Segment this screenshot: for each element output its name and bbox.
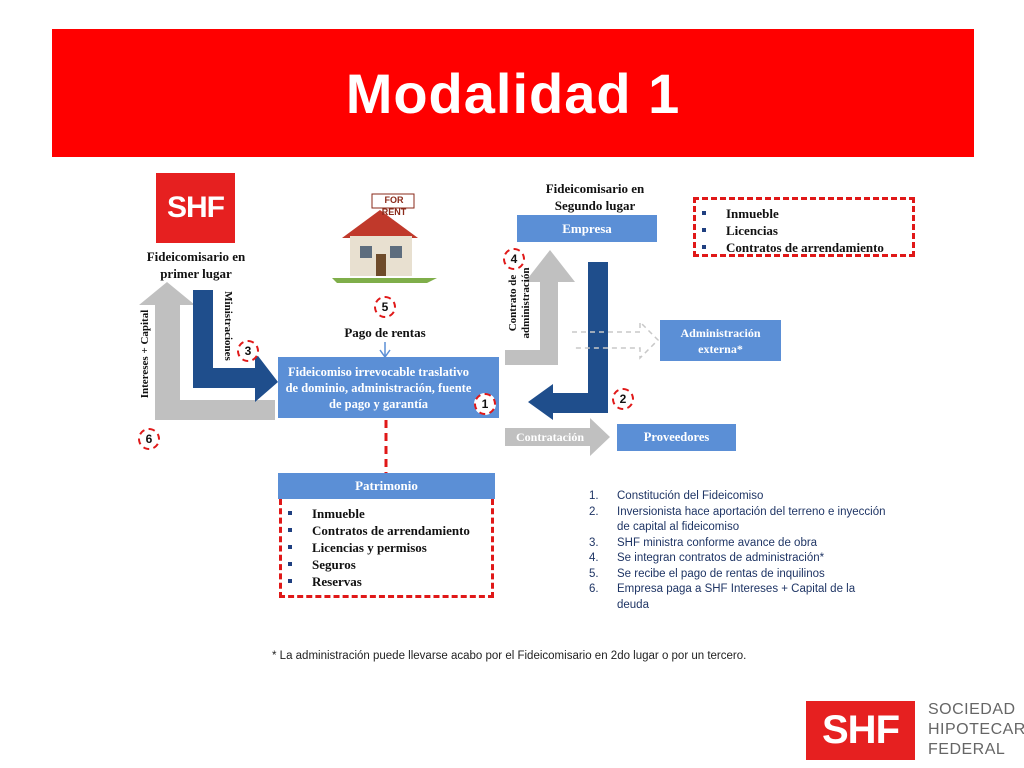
step-text: Inversionista hace aportación del terren… — [617, 505, 886, 534]
label-ministraciones: Ministraciones — [222, 291, 234, 361]
brand-line: FEDERAL — [928, 741, 1006, 758]
patrimonio-item: Reservas — [282, 573, 491, 590]
admin-externa-box: Administración externa* — [660, 320, 781, 361]
shf-brand-logo: SHF — [806, 701, 915, 760]
step-marker-4: 4 — [503, 248, 525, 270]
patrimonio-item: Contratos de arrendamiento — [282, 522, 491, 539]
empresa-asset-item: Licencias — [696, 222, 912, 239]
label-intereses: Intereses + Capital — [139, 309, 151, 399]
step-marker-6: 6 — [138, 428, 160, 450]
patrimonio-item: Inmueble — [282, 505, 491, 522]
step-item: 6. Empresa paga a SHF Intereses + Capital… — [589, 582, 889, 613]
arrow-admin-externa — [572, 320, 660, 360]
step-number: 2. — [589, 505, 599, 518]
step-item: 3. SHF ministra conforme avance de obra — [589, 536, 889, 552]
step-text: Constitución del Fideicomiso — [617, 490, 764, 502]
step-marker-3: 3 — [237, 340, 259, 362]
arrow-pago-rentas — [379, 342, 391, 359]
arrow-aportacion — [528, 262, 608, 420]
trust-box: Fideicomiso irrevocable traslativo de do… — [278, 357, 499, 418]
step-marker-5: 5 — [374, 296, 396, 318]
empresa-box: Empresa — [517, 215, 657, 242]
label-contrato: Contrato de administración — [507, 267, 532, 339]
brand-name: SOCIEDAD HIPOTECARIA FEDERAL — [928, 700, 1024, 760]
patrimonio-box: Inmueble Contratos de arrendamiento Lice… — [279, 499, 494, 598]
empresa-asset-item: Inmueble — [696, 205, 912, 222]
step-number: 1. — [589, 490, 599, 502]
patrimonio-item: Licencias y permisos — [282, 539, 491, 556]
brand-line: SOCIEDAD — [928, 701, 1016, 718]
label-intereses-wrap: Intereses + Capital — [138, 300, 154, 410]
step-number: 6. — [589, 583, 599, 595]
patrimonio-header: Patrimonio — [278, 473, 495, 499]
title-banner — [52, 29, 974, 157]
step-item: 5. Se recibe el pago de rentas de inquili… — [589, 567, 889, 583]
steps-list: 1. Constitución del Fideicomiso 2. Inversi… — [589, 489, 889, 613]
step-text: Se recibe el pago de rentas de inquilino… — [617, 567, 825, 580]
step-text: Empresa paga a SHF Intereses + Capital d… — [617, 583, 856, 611]
rent-label: Pago de rentas — [344, 325, 426, 340]
contratacion-label: Contratación — [516, 430, 584, 444]
empresa-asset-item: Contratos de arrendamiento — [696, 239, 912, 256]
label-contrato-wrap: Contrato de administración — [505, 265, 535, 345]
arrow-intereses-capital — [139, 282, 275, 420]
proveedores-box: Proveedores — [617, 424, 736, 451]
for-rent-sign: FOR RENT — [381, 195, 407, 217]
step-text: Se integran contratos de administración* — [617, 552, 825, 564]
empresa-assets-box: Inmueble Licencias Contratos de arrendam… — [693, 197, 915, 257]
step-item: 2. Inversionista hace aportación del terr… — [589, 505, 889, 536]
step-marker-2: 2 — [612, 388, 634, 410]
step-marker-1: 1 — [474, 393, 496, 415]
brand-line: HIPOTECARIA — [928, 721, 1024, 738]
shf-logo: SHF — [156, 173, 235, 243]
step-number: 4. — [589, 552, 599, 564]
beneficiary-first-label: Fideicomisario en primer lugar — [146, 249, 246, 281]
beneficiary-second-label: Fideicomisario en Segundo lugar — [545, 181, 645, 213]
house-icon — [332, 193, 437, 283]
page-title: Modalidad 1 — [345, 61, 681, 125]
step-number: 3. — [589, 536, 599, 549]
arrow-ministraciones — [193, 290, 278, 402]
step-item: 4. Se integran contratos de administració… — [589, 551, 889, 567]
footnote: * La administración puede llevarse acabo… — [272, 650, 747, 662]
arrow-contrato-admin — [505, 250, 575, 365]
arrow-contratacion — [505, 418, 610, 456]
patrimonio-item: Seguros — [282, 556, 491, 573]
step-text: SHF ministra conforme avance de obra — [617, 536, 818, 549]
step-number: 5. — [589, 567, 599, 580]
label-ministraciones-wrap: Ministraciones — [218, 290, 234, 370]
step-item: 1. Constitución del Fideicomiso — [589, 489, 889, 505]
